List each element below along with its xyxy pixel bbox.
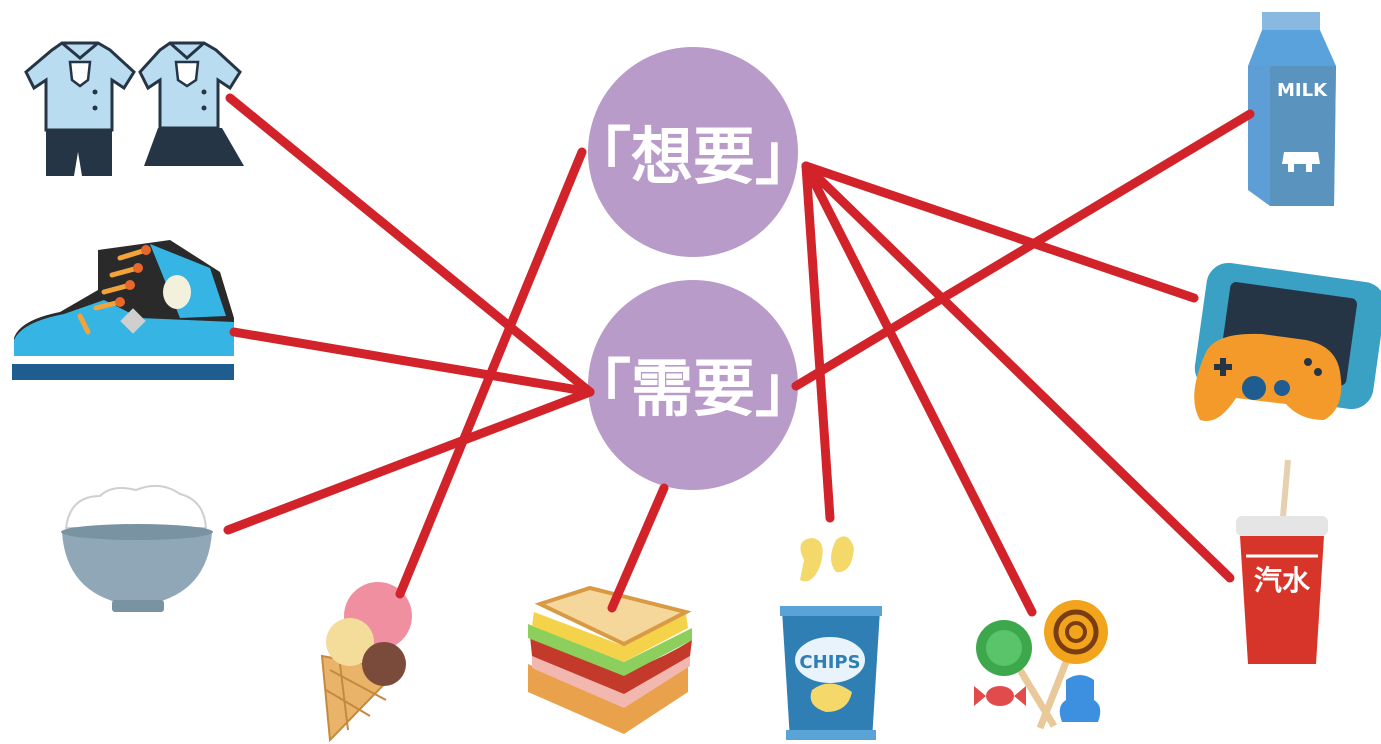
ice-cream-icon bbox=[320, 582, 412, 743]
connector-icecream-to-want bbox=[395, 147, 587, 599]
connector-soda-to-want bbox=[801, 161, 1235, 583]
chips-bag-icon: CHIPS bbox=[780, 536, 882, 740]
candy-icon bbox=[974, 600, 1108, 730]
connector-uniform-to-need bbox=[225, 93, 595, 397]
need-bubble bbox=[588, 280, 798, 490]
want-bubble bbox=[588, 47, 798, 257]
game-console-icon bbox=[1194, 262, 1381, 422]
want-label: 「想要」 bbox=[569, 120, 817, 193]
connector-sneaker-to-need bbox=[229, 327, 595, 397]
milk-label: MILK bbox=[1277, 80, 1328, 101]
soda-cup-icon: 汽水 bbox=[1236, 459, 1328, 664]
connector-rice-to-need bbox=[223, 387, 595, 535]
rice-bowl-icon bbox=[61, 484, 213, 612]
connector-chips-to-want bbox=[801, 161, 835, 523]
milk-carton-icon: MILK bbox=[1248, 12, 1336, 206]
school-uniform-icon bbox=[24, 41, 244, 176]
connector-candy-to-want bbox=[801, 161, 1037, 617]
connector-console-to-want bbox=[801, 161, 1199, 303]
need-label: 「需要」 bbox=[569, 352, 817, 425]
connector-milk-to-need bbox=[791, 109, 1255, 391]
chips-label: CHIPS bbox=[799, 652, 860, 673]
sneaker-icon bbox=[12, 240, 234, 380]
sandwich-icon bbox=[528, 585, 692, 734]
soda-label: 汽水 bbox=[1254, 564, 1311, 597]
connector-sandwich-to-need bbox=[607, 483, 669, 613]
